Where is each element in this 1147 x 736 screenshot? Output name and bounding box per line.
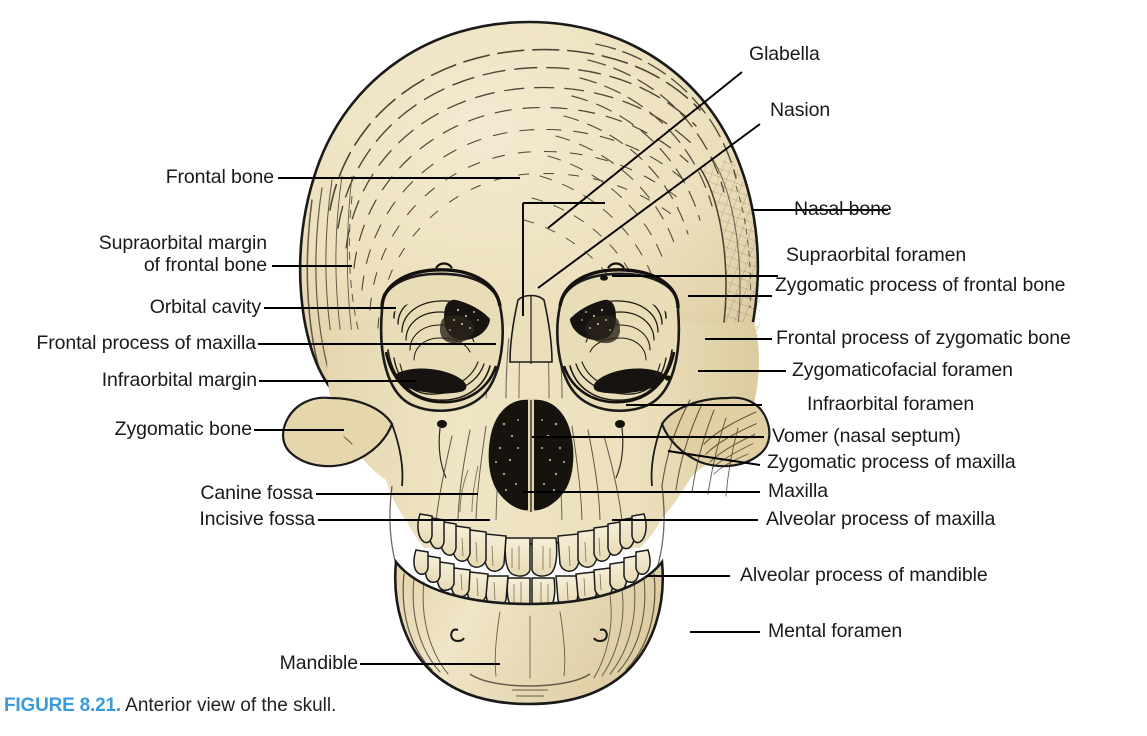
label-alveolar-process-of-mandible: Alveolar process of mandible <box>740 564 988 586</box>
label-mental-foramen: Mental foramen <box>768 620 903 642</box>
label-supraorbital-margin-of-frontal-bone: Supraorbital margin of frontal bone <box>99 232 267 276</box>
zygomaticofacial-foramen-mark <box>664 375 672 381</box>
figure-caption: FIGURE 8.21. Anterior view of the skull. <box>4 695 336 717</box>
label-vomer-nasal-septum: Vomer (nasal septum) <box>772 425 961 447</box>
label-infraorbital-margin: Infraorbital margin <box>101 369 257 391</box>
mental-foramen-right-mark <box>593 628 608 642</box>
nasal-aperture <box>488 294 574 512</box>
upper-teeth <box>417 513 647 577</box>
orbit-right <box>556 262 681 413</box>
label-infraorbital-foramen: Infraorbital foramen <box>807 393 975 415</box>
label-supraorbital-margin-line1: Supraorbital margin <box>98 232 267 254</box>
label-zygomatic-process-of-maxilla: Zygomatic process of maxilla <box>767 451 1016 473</box>
leader-nasion <box>537 123 761 289</box>
supraorbital-foramen-mark <box>600 275 608 281</box>
label-supraorbital-margin-line2: of frontal bone <box>143 254 267 276</box>
label-zygomaticofacial-foramen: Zygomaticofacial foramen <box>792 359 1013 381</box>
figure-caption-text: Anterior view of the skull. <box>125 695 337 716</box>
label-supraorbital-foramen: Supraorbital foramen <box>786 244 967 266</box>
mental-foramen-left-mark <box>450 628 465 642</box>
leader-zygomatic-process-maxilla <box>667 450 761 466</box>
label-zygomatic-process-of-frontal-bone: Zygomatic process of frontal bone <box>775 274 1066 296</box>
leader-lines <box>254 71 888 665</box>
label-frontal-bone: Frontal bone <box>165 166 274 188</box>
label-canine-fossa: Canine fossa <box>200 482 313 504</box>
mandible-group <box>394 558 664 706</box>
label-nasal-bone: Nasal bone <box>794 198 892 220</box>
infraorbital-foramen-left-mark <box>437 420 447 428</box>
label-frontal-process-of-maxilla: Frontal process of maxilla <box>36 332 256 354</box>
label-maxilla: Maxilla <box>768 480 828 502</box>
label-zygomatic-bone: Zygomatic bone <box>114 418 252 440</box>
label-glabella: Glabella <box>749 43 820 65</box>
label-incisive-fossa: Incisive fossa <box>199 508 315 530</box>
label-orbital-cavity: Orbital cavity <box>149 296 261 318</box>
label-alveolar-process-of-maxilla: Alveolar process of maxilla <box>766 508 996 530</box>
label-nasion: Nasion <box>770 99 831 121</box>
leader-glabella <box>547 71 743 229</box>
figure-number: FIGURE 8.21. <box>4 695 121 716</box>
infraorbital-foramen-right-mark <box>615 420 625 428</box>
label-mandible: Mandible <box>279 652 358 674</box>
orbit-left <box>379 262 504 413</box>
lower-teeth <box>413 549 651 610</box>
label-frontal-process-of-zygomatic-bone: Frontal process of zygomatic bone <box>776 327 1071 349</box>
